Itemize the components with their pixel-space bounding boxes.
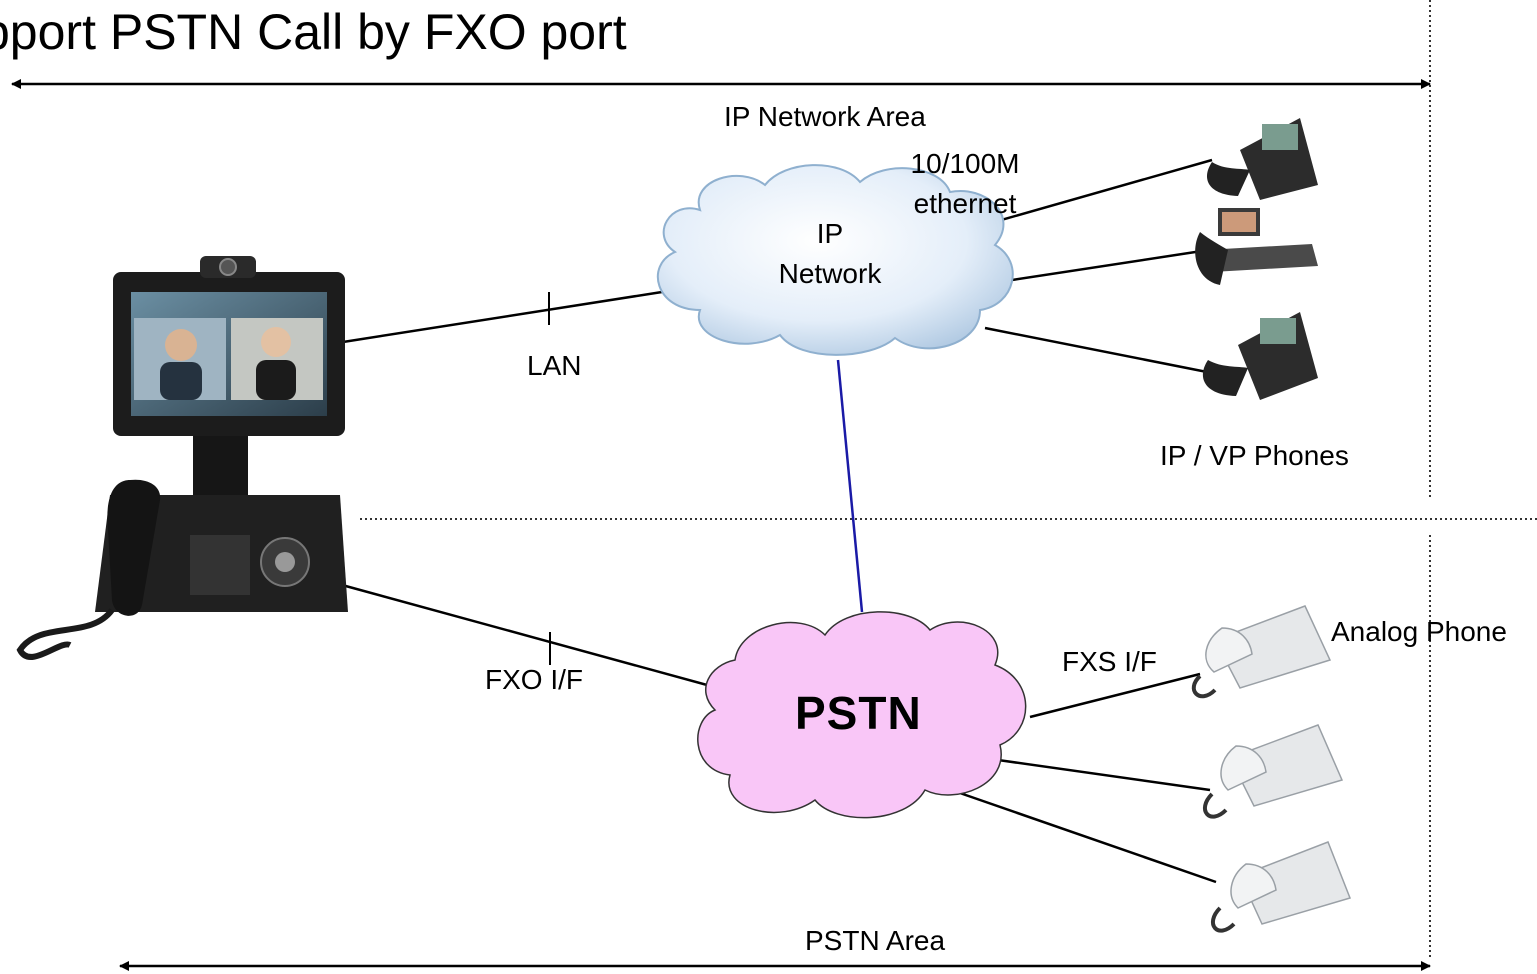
analog-phone-1 (1191, 605, 1332, 699)
handset-cord-icon (16, 608, 115, 660)
analog-phone-2 (1202, 724, 1344, 819)
ip-network-cloud (656, 164, 1014, 356)
analog-phone-label: Analog Phone (1331, 616, 1507, 647)
pstn-cloud (697, 611, 1027, 819)
lan-link (342, 290, 663, 344)
analog-phone-handset-icon (1220, 745, 1267, 791)
page-title: pport PSTN Call by FXO port (0, 4, 627, 60)
local-caller-avatar (261, 327, 291, 357)
ip-phone-1 (1207, 118, 1318, 200)
pstn-area-label: PSTN Area (805, 925, 946, 956)
ethernet-label-line1: 10/100M (910, 148, 1020, 179)
handset-icon (107, 479, 161, 616)
fxs-label: FXS I/F (1062, 646, 1157, 677)
ethernet-link-2 (1011, 247, 1216, 282)
remote-caller-avatar (165, 329, 197, 361)
ip-phones-label: IP / VP Phones (1160, 440, 1349, 471)
fxs-link-3 (956, 790, 1217, 884)
analog-phone-handset-icon (1205, 627, 1253, 673)
analog-phone-3 (1210, 841, 1351, 933)
ip-phone-screen (1222, 212, 1256, 232)
video-phone-device (16, 256, 348, 660)
pstn-cloud-label: PSTN (795, 687, 922, 739)
fxo-label: FXO I/F (485, 664, 583, 695)
camera-icon (219, 258, 237, 276)
fxs-link-1 (1029, 672, 1201, 719)
ip-phone-screen (1262, 124, 1298, 150)
ethernet-label-line2: ethernet (913, 188, 1017, 219)
lan-label: LAN (527, 350, 582, 381)
ip-phone-handset-icon (1207, 162, 1250, 196)
ethernet-link-1 (965, 158, 1213, 232)
fxs-link-2 (997, 758, 1211, 792)
ip-phone-screen (1260, 318, 1296, 344)
ip-phone-handset-icon (1195, 232, 1228, 285)
ip-phone-2 (1195, 208, 1318, 285)
ip-phone-3 (1202, 312, 1318, 400)
ip-phone-handset-icon (1202, 360, 1248, 396)
ethernet-link-3 (984, 326, 1208, 374)
ip-cloud-label-line2: Network (778, 258, 882, 289)
ip-pstn-link (836, 359, 864, 613)
fxo-link (341, 583, 719, 690)
ip-cloud-label-line1: IP (816, 218, 844, 249)
analog-phone-handset-icon (1230, 863, 1277, 909)
ip-area-label: IP Network Area (724, 101, 926, 132)
